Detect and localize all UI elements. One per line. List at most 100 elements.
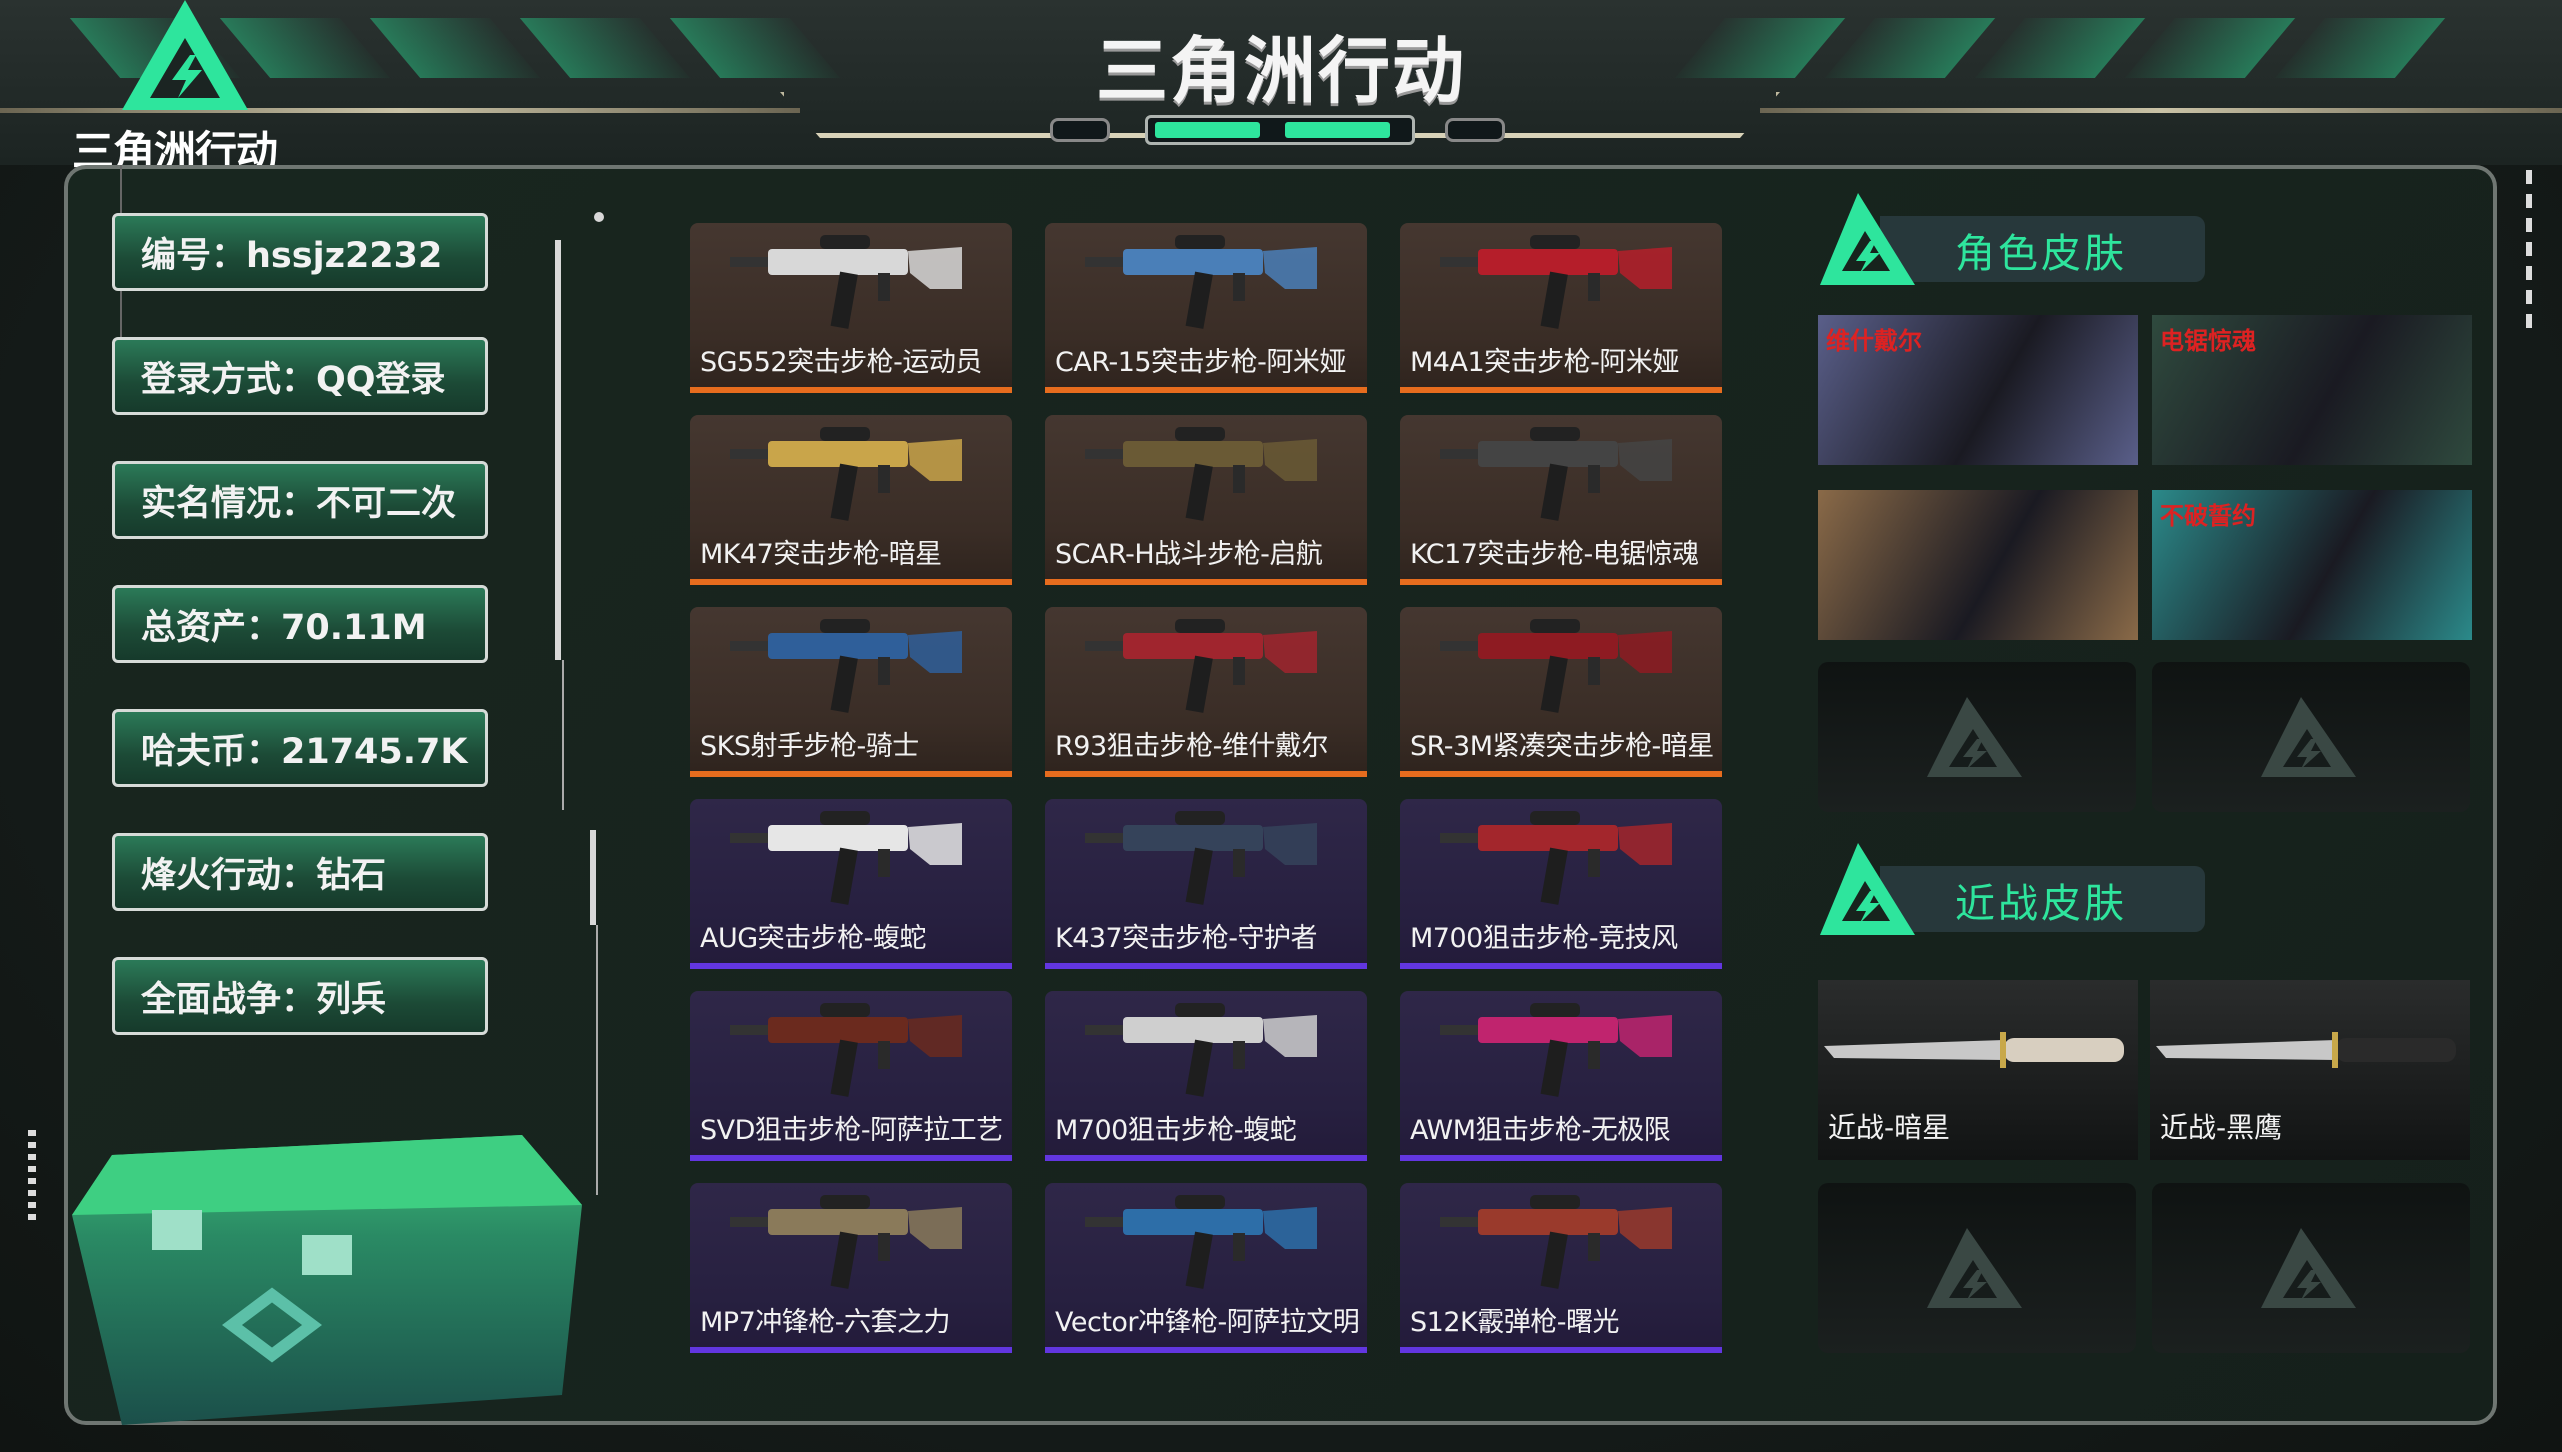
weapon-image <box>1440 811 1672 905</box>
skin-caption: 电锯惊魂 <box>2160 327 2256 355</box>
deco-line <box>590 830 596 925</box>
account-info-item: 登录方式：QQ登录 <box>112 337 488 415</box>
weapon-image <box>1085 811 1317 905</box>
header-indicator-right <box>1445 118 1505 142</box>
weapon-skin-card[interactable]: K437突击步枪-守护者 <box>1045 799 1367 969</box>
account-info-item: 实名情况：不可二次 <box>112 461 488 539</box>
character-skin-card[interactable] <box>1818 490 2138 640</box>
weapon-skin-card[interactable]: Vector冲锋枪-阿萨拉文明 <box>1045 1183 1367 1353</box>
page-title: 三角洲行动 <box>1095 29 1466 113</box>
weapon-skin-card[interactable]: AUG突击步枪-蝮蛇 <box>690 799 1012 969</box>
deco-dash <box>2526 290 2532 304</box>
melee-skin-label: 近战-暗星 <box>1828 1111 1951 1144</box>
weapon-image <box>730 235 962 329</box>
character-skin-card[interactable]: 维什戴尔 <box>1818 315 2138 465</box>
weapon-image <box>1440 1003 1672 1097</box>
weapon-skin-label: KC17突击步枪-电锯惊魂 <box>1410 539 1699 570</box>
delta-logo-placeholder-icon <box>1927 1228 2022 1308</box>
weapon-image <box>730 811 962 905</box>
weapon-skin-card[interactable]: MK47突击步枪-暗星 <box>690 415 1012 585</box>
weapon-skin-label: AWM狙击步枪-无极限 <box>1410 1115 1671 1146</box>
deco-dash <box>28 1130 36 1136</box>
account-info-item: 编号：hssjz2232 <box>112 213 488 291</box>
section-title: 角色皮肤 <box>1955 231 2127 277</box>
melee-skin-card[interactable]: 近战-黑鹰 <box>2150 980 2470 1160</box>
delta-logo-placeholder-icon <box>2261 697 2356 777</box>
deco-dash <box>2526 266 2532 280</box>
indicator-pill <box>1285 122 1390 138</box>
weapon-skin-card[interactable]: M4A1突击步枪-阿米娅 <box>1400 223 1722 393</box>
weapon-skin-card[interactable]: SVD狙击步枪-阿萨拉工艺 <box>690 991 1012 1161</box>
weapon-image <box>1085 427 1317 521</box>
weapon-image <box>730 427 962 521</box>
weapon-skin-label: R93狙击步枪-维什戴尔 <box>1055 731 1328 762</box>
weapon-skin-card[interactable]: CAR-15突击步枪-阿米娅 <box>1045 223 1367 393</box>
weapon-image <box>1085 1003 1317 1097</box>
weapon-image <box>1440 619 1672 713</box>
deco-line <box>596 925 598 1195</box>
deco-dash <box>2526 218 2532 232</box>
weapon-image <box>730 1003 962 1097</box>
weapon-skin-label: MP7冲锋枪-六套之力 <box>700 1307 951 1338</box>
character-skin-card[interactable]: 电锯惊魂 <box>2152 315 2472 465</box>
weapon-skin-label: M700狙击步枪-蝮蛇 <box>1055 1115 1297 1146</box>
weapon-skin-card[interactable]: KC17突击步枪-电锯惊魂 <box>1400 415 1722 585</box>
deco-dot <box>594 212 604 222</box>
weapon-skin-card[interactable]: SG552突击步枪-运动员 <box>690 223 1012 393</box>
delta-logo-icon <box>1820 193 1915 285</box>
knife-image <box>2156 1032 2456 1068</box>
deco-dash <box>28 1214 36 1220</box>
weapon-skin-label: SR-3M紧凑突击步枪-暗星 <box>1410 731 1714 762</box>
weapon-image <box>1085 1195 1317 1289</box>
deco-dash <box>2526 242 2532 256</box>
weapon-skin-card[interactable]: SR-3M紧凑突击步枪-暗星 <box>1400 607 1722 777</box>
header-rule-left <box>0 108 800 113</box>
weapon-skin-card[interactable]: MP7冲锋枪-六套之力 <box>690 1183 1012 1353</box>
account-info-item: 哈夫币：21745.7K <box>112 709 488 787</box>
empty-slot <box>1818 662 2136 812</box>
weapon-image <box>730 1195 962 1289</box>
weapon-skin-card[interactable]: SCAR-H战斗步枪-启航 <box>1045 415 1367 585</box>
weapon-skin-card[interactable]: AWM狙击步枪-无极限 <box>1400 991 1722 1161</box>
weapon-skin-label: SVD狙击步枪-阿萨拉工艺 <box>700 1115 1003 1146</box>
weapon-skin-card[interactable]: S12K霰弹枪-曙光 <box>1400 1183 1722 1353</box>
weapon-image <box>1440 1195 1672 1289</box>
account-info-item: 全面战争：列兵 <box>112 957 488 1035</box>
weapon-skin-card[interactable]: M700狙击步枪-竞技风 <box>1400 799 1722 969</box>
weapon-skin-card[interactable]: R93狙击步枪-维什戴尔 <box>1045 607 1367 777</box>
header-indicator-left <box>1050 118 1110 142</box>
supply-crate-image <box>72 1135 582 1425</box>
weapon-image <box>1085 235 1317 329</box>
weapon-skin-label: MK47突击步枪-暗星 <box>700 539 942 570</box>
knife-image <box>1824 1032 2124 1068</box>
empty-slot <box>2152 1183 2470 1353</box>
delta-logo-icon <box>122 0 248 110</box>
melee-skin-card[interactable]: 近战-暗星 <box>1818 980 2138 1160</box>
deco-dash <box>2526 314 2532 328</box>
character-skins-header: 角色皮肤 <box>1820 193 2205 285</box>
weapon-skin-label: M700狙击步枪-竞技风 <box>1410 923 1678 954</box>
section-title: 近战皮肤 <box>1955 881 2127 927</box>
weapon-skin-label: K437突击步枪-守护者 <box>1055 923 1317 954</box>
skin-caption: 不破誓约 <box>2160 502 2256 530</box>
deco-dash <box>28 1202 36 1208</box>
empty-slot <box>2152 662 2470 812</box>
weapon-skin-label: SG552突击步枪-运动员 <box>700 347 982 378</box>
delta-logo-placeholder-icon <box>1927 697 2022 777</box>
weapon-skin-label: SCAR-H战斗步枪-启航 <box>1055 539 1323 570</box>
delta-logo-icon <box>1820 843 1915 935</box>
header-rule-right <box>1760 108 2562 113</box>
weapon-image <box>730 619 962 713</box>
character-skin-card[interactable]: 不破誓约 <box>2152 490 2472 640</box>
account-info-item: 总资产：70.11M <box>112 585 488 663</box>
deco-dash <box>28 1154 36 1160</box>
deco-line <box>562 660 564 810</box>
weapon-skin-label: M4A1突击步枪-阿米娅 <box>1410 347 1679 378</box>
account-info-item: 烽火行动：钻石 <box>112 833 488 911</box>
deco-line <box>555 240 561 660</box>
melee-skins-header: 近战皮肤 <box>1820 843 2205 935</box>
weapon-skin-card[interactable]: SKS射手步枪-骑士 <box>690 607 1012 777</box>
deco-dash <box>2526 170 2532 184</box>
deco-dash <box>2526 194 2532 208</box>
weapon-skin-card[interactable]: M700狙击步枪-蝮蛇 <box>1045 991 1367 1161</box>
